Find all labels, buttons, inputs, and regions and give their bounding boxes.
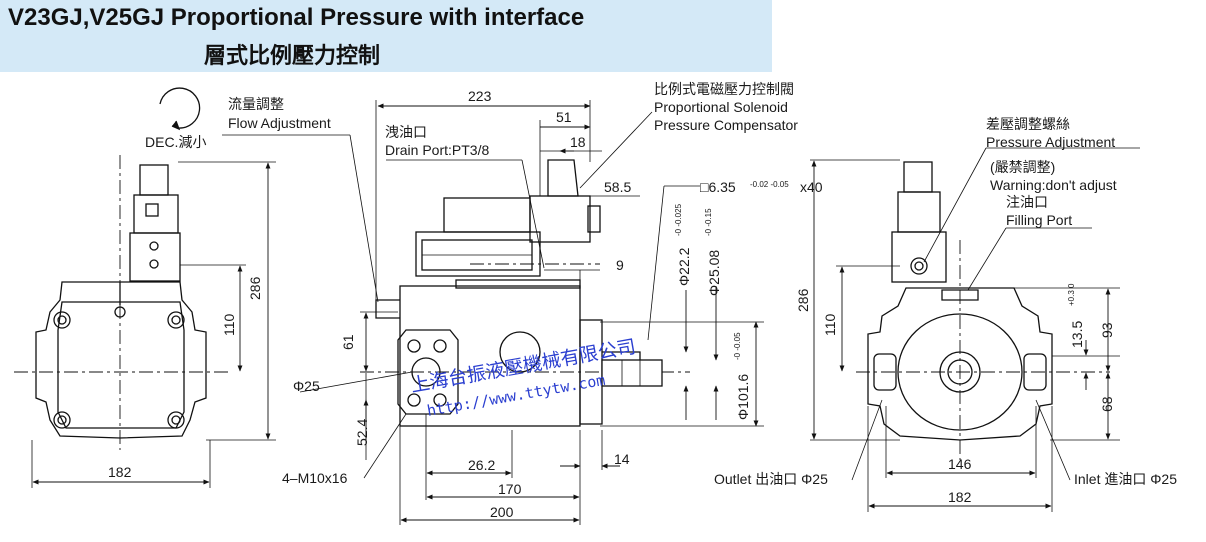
dim-68: 68 [1099,396,1115,412]
pressure-adjust-en: Pressure Adjustment [986,134,1115,150]
dim-58-5: 58.5 [604,179,631,195]
compensator-en-2: Pressure Compensator [654,117,798,133]
dim-right-286: 286 [795,288,811,312]
warning-cn: (嚴禁調整) [990,159,1055,175]
dec-label: DEC.減小 [145,134,206,150]
title-bar: V23GJ,V25GJ Proportional Pressure with i… [0,0,772,72]
dim-13-5: 13.5 [1069,321,1085,348]
dim-146: 146 [948,456,972,472]
tol-13-5: +0.3 0 [1067,283,1076,306]
drain-port-en: Drain Port:PT3/8 [385,142,489,158]
dim-61: 61 [340,334,356,350]
dim-phi25-08: Φ25.08 [706,250,722,296]
dim-thread: 4–M10x16 [282,470,348,486]
flow-adjustment-cn: 流量調整 [228,96,284,112]
dim-14: 14 [614,451,630,467]
compensator-cn: 比例式電磁壓力控制閥 [654,81,794,97]
tol-phi25-08: -0 -0.15 [704,208,713,236]
dim-right-110: 110 [822,313,838,336]
shaft-key-len: x40 [800,179,823,195]
drain-port-cn: 洩油口 [385,124,427,140]
compensator-en-1: Proportional Solenoid [654,99,788,115]
dim-left-110: 110 [221,313,237,336]
dim-26-2: 26.2 [468,457,495,473]
dim-right-182: 182 [948,489,972,505]
title-english: V23GJ,V25GJ Proportional Pressure with i… [8,4,585,31]
dim-51: 51 [556,109,572,125]
outlet-label: Outlet 出油口 Φ25 [714,471,828,487]
dim-18: 18 [570,134,586,150]
dim-52-4: 52.4 [354,419,370,446]
dim-phi25: Φ25 [293,378,320,394]
tol-phi101-6: -0 -0.05 [733,332,742,360]
front-view [299,100,764,525]
dim-9: 9 [616,257,624,273]
shaft-key-label: □6.35 [700,179,736,195]
warning-en: Warning:don't adjust [990,177,1117,193]
flow-adjustment-en: Flow Adjustment [228,115,331,131]
dim-93: 93 [1099,322,1115,338]
dec-rotation-icon [159,87,201,131]
dim-left-286: 286 [247,276,263,300]
filling-port-en: Filling Port [1006,212,1072,228]
dim-223: 223 [468,88,492,104]
dim-left-182: 182 [108,464,132,480]
shaft-key-tol: -0.02 -0.05 [750,180,789,189]
tol-phi22-2: -0 -0.025 [674,203,683,236]
dim-phi101-6: Φ101.6 [735,374,751,420]
title-chinese: 層式比例壓力控制 [204,44,381,69]
filling-port-cn: 注油口 [1006,194,1048,210]
dim-200: 200 [490,504,514,520]
left-view [14,87,379,488]
inlet-label: Inlet 進油口 Φ25 [1074,471,1177,487]
pressure-adjust-cn: 差壓調整螺絲 [986,116,1070,132]
dim-170: 170 [498,481,522,497]
dim-phi22-2: Φ22.2 [676,247,692,286]
right-view [810,147,1140,512]
